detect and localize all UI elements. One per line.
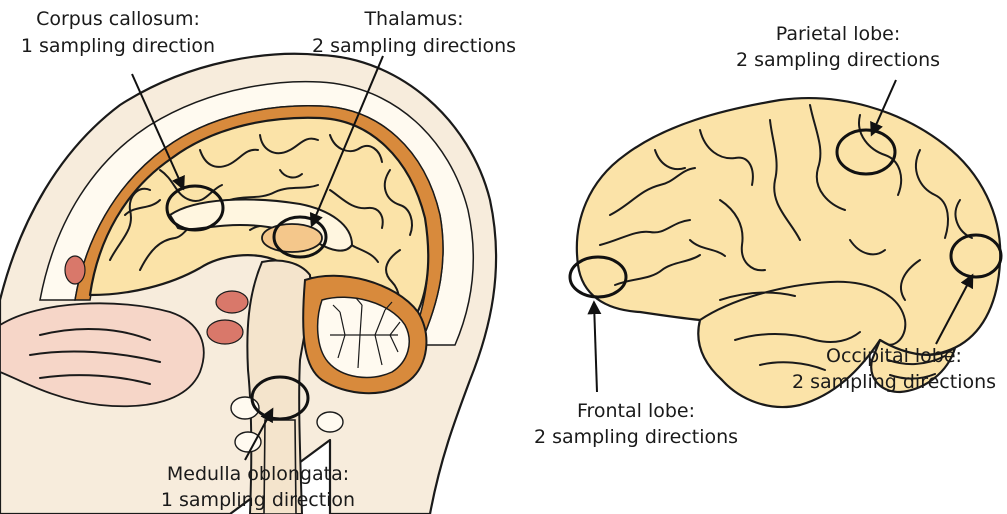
frontal-arrow (594, 303, 597, 392)
thalamus-name: Thalamus: (363, 8, 463, 30)
frontal-sinus (65, 256, 85, 284)
corpus-callosum-detail: 1 sampling direction (21, 35, 215, 57)
frontal-detail: 2 sampling directions (534, 426, 738, 448)
thalamus (262, 224, 322, 252)
occipital-detail: 2 sampling directions (792, 371, 996, 393)
label-parietal: Parietal lobe: 2 sampling directions (736, 23, 940, 71)
label-frontal: Frontal lobe: 2 sampling directions (534, 400, 738, 448)
medulla-detail: 1 sampling direction (161, 489, 355, 511)
parietal-detail: 2 sampling directions (736, 49, 940, 71)
vertebra-2 (317, 412, 343, 432)
frontal-name: Frontal lobe: (577, 400, 695, 422)
parietal-name: Parietal lobe: (776, 23, 901, 45)
label-corpus-callosum: Corpus callosum: 1 sampling direction (21, 8, 215, 57)
occipital-name: Occipital lobe: (826, 345, 962, 367)
thalamus-detail: 2 sampling directions (312, 35, 516, 57)
corpus-callosum-name: Corpus callosum: (36, 8, 200, 30)
pituitary (216, 291, 248, 313)
vertebra-3 (235, 432, 261, 452)
sphenoid-sinus (207, 320, 243, 344)
sagittal-head-section (0, 54, 496, 514)
medulla-name: Medulla oblongata: (167, 463, 349, 485)
label-thalamus: Thalamus: 2 sampling directions (312, 8, 516, 57)
